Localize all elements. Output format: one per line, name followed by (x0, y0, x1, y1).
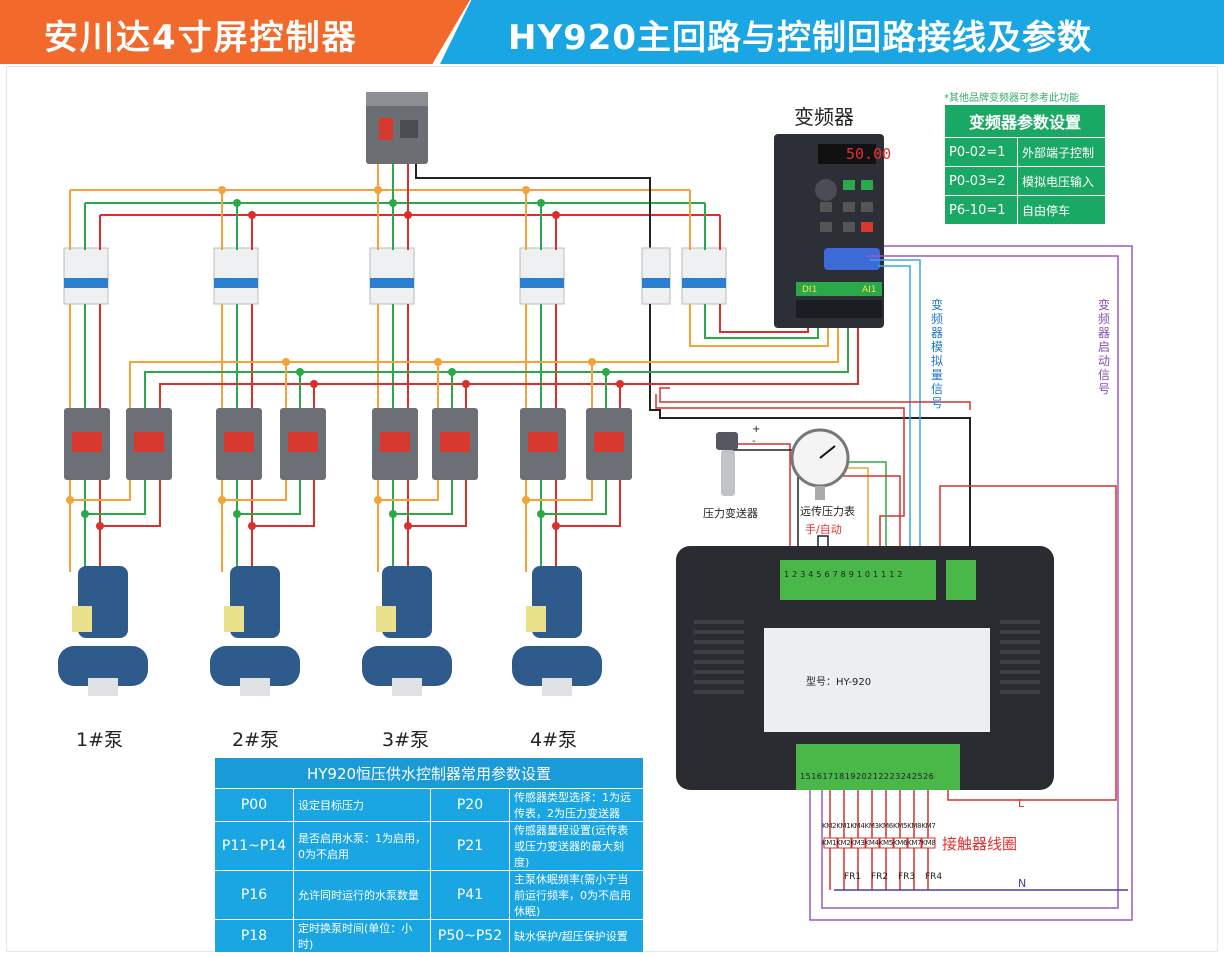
remote-pressure-gauge (790, 428, 850, 500)
branch-breakers (63, 247, 727, 305)
param-desc: 自由停车 (1017, 195, 1106, 225)
km-top-labels: KM2KM1KM4KM3KM6KM5KM8KM7 (822, 822, 936, 830)
pump-label-3: 3#泵 (382, 729, 430, 751)
param-key: P20 (430, 788, 510, 822)
pump-label-4: 4#泵 (530, 729, 578, 751)
vfd-title: 变频器 (794, 105, 854, 129)
param-key: P0-03=2 (944, 166, 1018, 196)
header-banner: 安川达4寸屏控制器 HY920主回路与控制回路接线及参数 (0, 0, 1224, 64)
param-desc: 主泵休眠频率(需小于当前运行频率，0为不启用休眠) (509, 870, 644, 920)
coil-label: 接触器线圈 (942, 835, 1018, 853)
vfd-display: 50.00 (846, 145, 891, 163)
remote-gauge-label: 远传压力表 (800, 505, 855, 518)
vfd-start-signal-label: 变频器启动信号 (1097, 298, 1110, 396)
param-key: P41 (430, 870, 510, 920)
header-left-band (0, 0, 470, 64)
vfd-note: *其他品牌变频器可参考此功能 (944, 93, 1079, 104)
main-breaker (366, 92, 428, 164)
controller-top-terminals: 123456789101112 (784, 570, 906, 579)
param-key: P11~P14 (214, 821, 294, 871)
param-desc: 缺水保护/超压保护设置 (509, 919, 644, 953)
line-l-label: L (1018, 797, 1025, 810)
vfd-unit (774, 134, 884, 328)
table-row: P11~P14 是否启用水泵：1为启用，0为不启用 P21 传感器量程设置(远传… (214, 821, 644, 871)
param-desc: 传感器量程设置(远传表或压力变送器的最大刻度) (509, 821, 644, 871)
table-row: P18 定时换泵时间(单位：小时) P50~P52 缺水保护/超压保护设置 (214, 919, 644, 953)
pumps (58, 566, 602, 696)
param-key: P18 (214, 919, 294, 953)
header-right-title: HY920主回路与控制回路接线及参数 (508, 18, 1093, 58)
fr1-label: FR1 (844, 872, 862, 882)
controller-param-title: HY920恒压供水控制器常用参数设置 (214, 757, 644, 789)
header-right-band (440, 0, 1224, 64)
pressure-transmitter (716, 432, 738, 496)
fr4-label: FR4 (925, 872, 943, 882)
param-desc: 允许同时运行的水泵数量 (293, 870, 431, 920)
header-left-title: 安川达4寸屏控制器 (44, 18, 358, 58)
param-key: P0-02=1 (944, 137, 1018, 167)
controller-model: 型号：HY-920 (806, 675, 871, 688)
fr2-label: FR2 (871, 872, 889, 882)
vfd-analog-signal-label: 变频器模拟量信号 (930, 298, 943, 410)
vfd-terminal-ai1: AI1 (862, 285, 877, 295)
fr3-label: FR3 (898, 872, 916, 882)
line-n-label: N (1018, 877, 1027, 890)
plus-label: + (752, 424, 761, 435)
contactors (64, 408, 632, 480)
param-desc: 传感器类型选择：1为远传表，2为压力变送器 (509, 788, 644, 822)
param-key: P50~P52 (430, 919, 510, 953)
vfd-terminal-di1: DI1 (802, 285, 817, 295)
controller-bottom-terminals: 151617181920212223242526 (800, 772, 935, 781)
param-desc: 定时换泵时间(单位：小时) (293, 919, 431, 953)
param-key: P00 (214, 788, 294, 822)
manual-auto-label: 手/自动 (805, 523, 842, 536)
table-row: P16 允许同时运行的水泵数量 P41 主泵休眠频率(需小于当前运行频率，0为不… (214, 870, 644, 920)
pressure-transmitter-label: 压力变送器 (703, 507, 758, 520)
km-bottom-labels: KM1KM2KM3KM4KM5KM6KM7KM8 (822, 839, 936, 847)
table-row: P00 设定目标压力 P20 传感器类型选择：1为远传表，2为压力变送器 (214, 788, 644, 822)
param-desc: 设定目标压力 (293, 788, 431, 822)
param-desc: 外部端子控制 (1017, 137, 1106, 167)
param-key: P21 (430, 821, 510, 871)
controller-unit (676, 546, 1054, 790)
pump-label-1: 1#泵 (76, 729, 124, 751)
pump-label-2: 2#泵 (232, 729, 280, 751)
param-key: P6-10=1 (944, 195, 1018, 225)
controller-param-table: HY920恒压供水控制器常用参数设置 P00 设定目标压力 P20 传感器类型选… (214, 757, 644, 953)
param-desc: 是否启用水泵：1为启用，0为不启用 (293, 821, 431, 871)
param-key: P16 (214, 870, 294, 920)
minus-label: - (752, 436, 756, 447)
vfd-param-title: 变频器参数设置 (944, 104, 1106, 138)
param-desc: 模拟电压输入 (1017, 166, 1106, 196)
